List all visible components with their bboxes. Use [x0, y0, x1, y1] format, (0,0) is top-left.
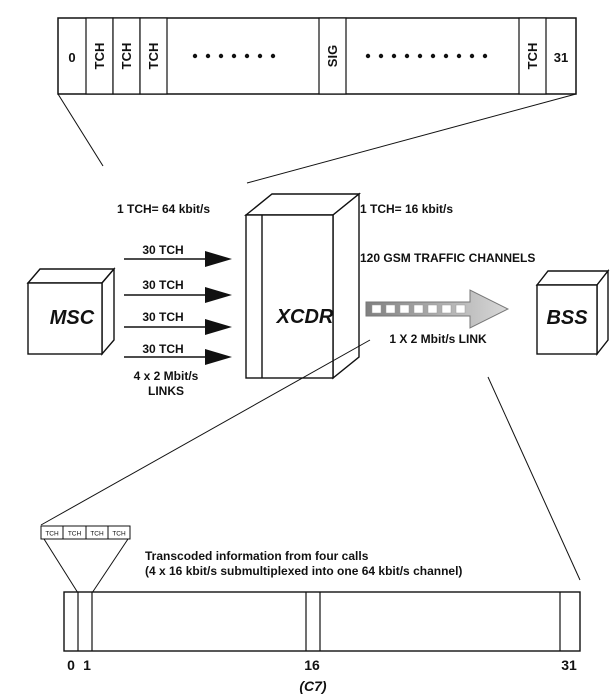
bottom-zoom-line-right: [487, 376, 581, 581]
output-link-arrow: [365, 289, 510, 329]
sub-slot-funnel-right: [91, 538, 129, 594]
sub-slot-1-label: TCH: [45, 531, 59, 538]
input-arrow-1: 30 TCH: [124, 243, 232, 267]
bottom-tick-31: 31: [561, 657, 577, 673]
top-slot-1-label: TCH: [92, 43, 107, 70]
top-slot-3: [139, 17, 168, 95]
msc-box: MSC: [26, 267, 116, 356]
sub-slot-3-label: TCH: [90, 531, 104, 538]
transcoded-text-line1: Transcoded information from four calls: [145, 549, 369, 563]
top-slot-sig: [318, 17, 347, 95]
links-label-line1: 4 x 2 Mbit/s: [134, 369, 199, 383]
top-slot-1: [85, 17, 114, 95]
input-arrow-2-label: 30 TCH: [142, 278, 183, 292]
input-arrow-1-label: 30 TCH: [142, 243, 183, 257]
top-zoom-line-left: [57, 93, 104, 167]
sub-slot-funnel-left: [43, 538, 79, 594]
top-zoom-line-right: [246, 93, 577, 184]
bottom-tick-1: 1: [83, 657, 91, 673]
top-slot-sig-label: SIG: [325, 45, 340, 67]
transcoded-text-line2: (4 x 16 kbit/s submultiplexed into one 6…: [145, 564, 462, 578]
top-ellipsis-right: [365, 53, 488, 59]
input-arrow-4: 30 TCH: [124, 342, 232, 365]
xcdr-label: XCDR: [276, 306, 334, 328]
input-arrow-2: 30 TCH: [124, 278, 232, 303]
msc-label: MSC: [50, 307, 95, 329]
xcdr-box: XCDR: [244, 192, 361, 380]
top-slot-30: [518, 17, 547, 95]
links-label-line2: LINKS: [148, 384, 184, 398]
bottom-tick-0: 0: [67, 657, 75, 673]
top-slot-3-label: TCH: [146, 43, 161, 70]
top-frame: 0 31 TCH TCH TCH SIG TCH: [57, 17, 577, 95]
top-slot-2: [112, 17, 141, 95]
bss-label: BSS: [546, 307, 588, 329]
sub-slot-4-label: TCH: [112, 531, 126, 538]
gsm-channels-label: 120 GSM TRAFFIC CHANNELS: [360, 251, 535, 265]
top-ellipsis-left: [192, 53, 276, 59]
input-arrow-3: 30 TCH: [124, 310, 232, 335]
bss-box: BSS: [535, 268, 610, 357]
top-slot-31-label: 31: [554, 50, 568, 65]
input-arrow-3-label: 30 TCH: [142, 310, 183, 324]
left-rate-label: 1 TCH= 64 kbit/s: [117, 202, 210, 216]
bottom-zoom-line-left: [40, 339, 371, 526]
output-link-label: 1 X 2 Mbit/s LINK: [389, 332, 487, 346]
sub-slot-group: TCH TCH TCH TCH: [40, 525, 131, 540]
top-slot-0-label: 0: [68, 50, 75, 65]
sub-slot-2-label: TCH: [68, 531, 82, 538]
bottom-tick-16: 16: [304, 657, 320, 673]
top-slot-2-label: TCH: [119, 43, 134, 70]
right-rate-label: 1 TCH= 16 kbit/s: [360, 202, 453, 216]
bottom-frame-outer: [63, 591, 581, 652]
top-slot-30-label: TCH: [525, 43, 540, 70]
bottom-caption: (C7): [299, 678, 327, 694]
bottom-frame: [63, 591, 581, 652]
input-arrow-4-label: 30 TCH: [142, 342, 183, 356]
